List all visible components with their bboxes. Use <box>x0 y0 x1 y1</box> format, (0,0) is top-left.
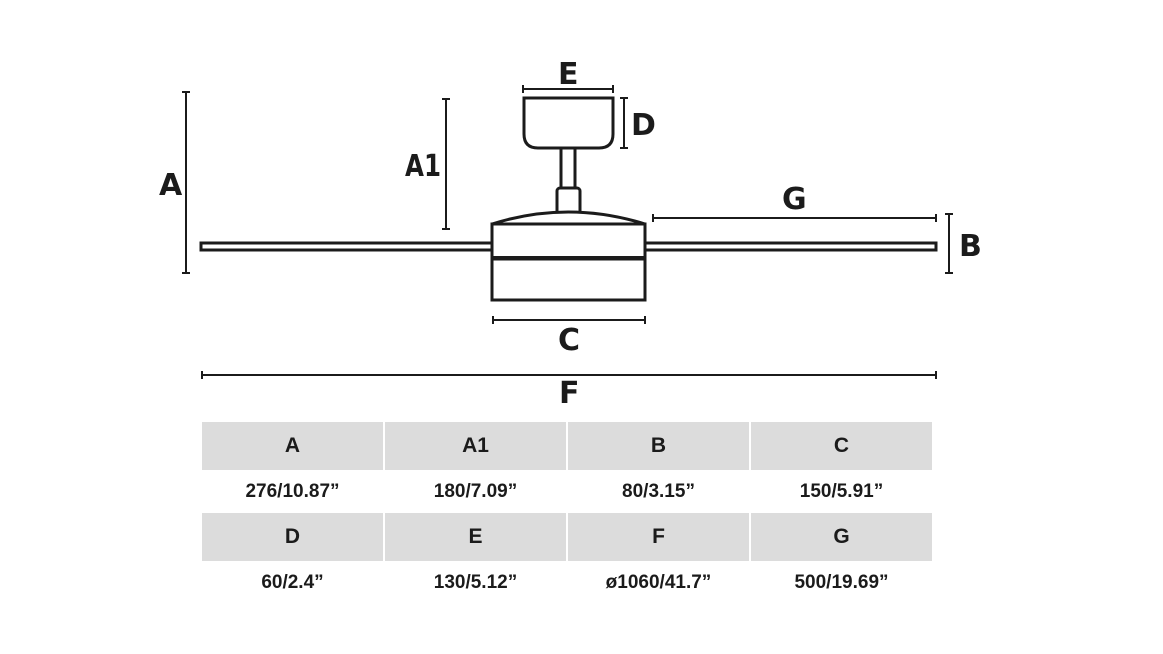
dimension-line-a1 <box>442 98 450 230</box>
table-header-row: D E F G <box>202 513 934 561</box>
table-value-cell: 130/5.12” <box>433 571 518 593</box>
dimension-line-g <box>652 214 937 222</box>
ceiling-fan-dimension-diagram: A A1 E D G B C F <box>159 57 982 411</box>
table-header-cell: E <box>385 513 566 561</box>
table-value-row: 276/10.87” 180/7.09” 80/3.15” 150/5.91” <box>202 470 934 513</box>
fan-motor-top <box>491 210 646 226</box>
dimension-line-e <box>522 85 614 93</box>
table-header-cell: G <box>751 513 932 561</box>
table-value-cell: 80/3.15” <box>622 480 695 502</box>
table-value-row: 60/2.4” 130/5.12” ø1060/41.7” 500/19.69” <box>202 561 934 604</box>
dimension-line-b <box>945 213 953 274</box>
fan-canopy <box>522 96 615 150</box>
table-header-cell: D <box>202 513 383 561</box>
label-f: F <box>559 376 580 411</box>
table-value-cell: 150/5.91” <box>799 480 884 502</box>
table-header-cell: C <box>751 422 932 470</box>
table-header-row: A A1 B C <box>202 422 934 470</box>
label-e: E <box>558 57 579 92</box>
dimension-line-a <box>182 91 190 274</box>
table-header-cell: B <box>568 422 749 470</box>
fan-blade-left <box>199 241 495 252</box>
table-value-cell: 60/2.4” <box>261 571 324 593</box>
fan-light-kit <box>490 257 647 302</box>
label-a: A <box>159 168 183 203</box>
table-value-cell: 500/19.69” <box>794 571 889 593</box>
fan-blade-right <box>643 241 938 252</box>
label-b: B <box>959 229 982 264</box>
table-header-cell: A1 <box>385 422 566 470</box>
label-c: C <box>558 323 580 358</box>
table-value-cell: 276/10.87” <box>245 480 340 502</box>
label-g: G <box>782 182 807 217</box>
table-value-cell: ø1060/41.7” <box>605 571 712 593</box>
table-header-cell: F <box>568 513 749 561</box>
dimension-line-f <box>201 371 937 379</box>
table-value-cell: 180/7.09” <box>433 480 518 502</box>
dimension-line-d <box>620 97 628 149</box>
label-a1: A1 <box>405 149 441 184</box>
dimension-line-c <box>492 316 646 324</box>
fan-downrod <box>559 146 577 192</box>
dimensions-table: A A1 B C 276/10.87” 180/7.09” 80/3.15” 1… <box>202 422 934 604</box>
label-d: D <box>631 108 656 143</box>
fan-motor-housing <box>490 222 647 261</box>
table-header-cell: A <box>202 422 383 470</box>
